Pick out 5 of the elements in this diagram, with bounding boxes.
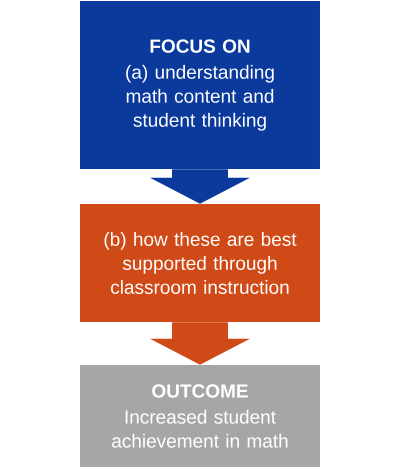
block-arrow bbox=[150, 322, 250, 365]
support-box: (b) how these are best supported through classroom instruction bbox=[80, 204, 320, 322]
focus-box: FOCUS ON (a) understanding math content and student thinking bbox=[80, 1, 320, 169]
block-arrow bbox=[150, 169, 250, 204]
outcome-box: OUTCOME Increased student achievement in math bbox=[80, 365, 320, 467]
